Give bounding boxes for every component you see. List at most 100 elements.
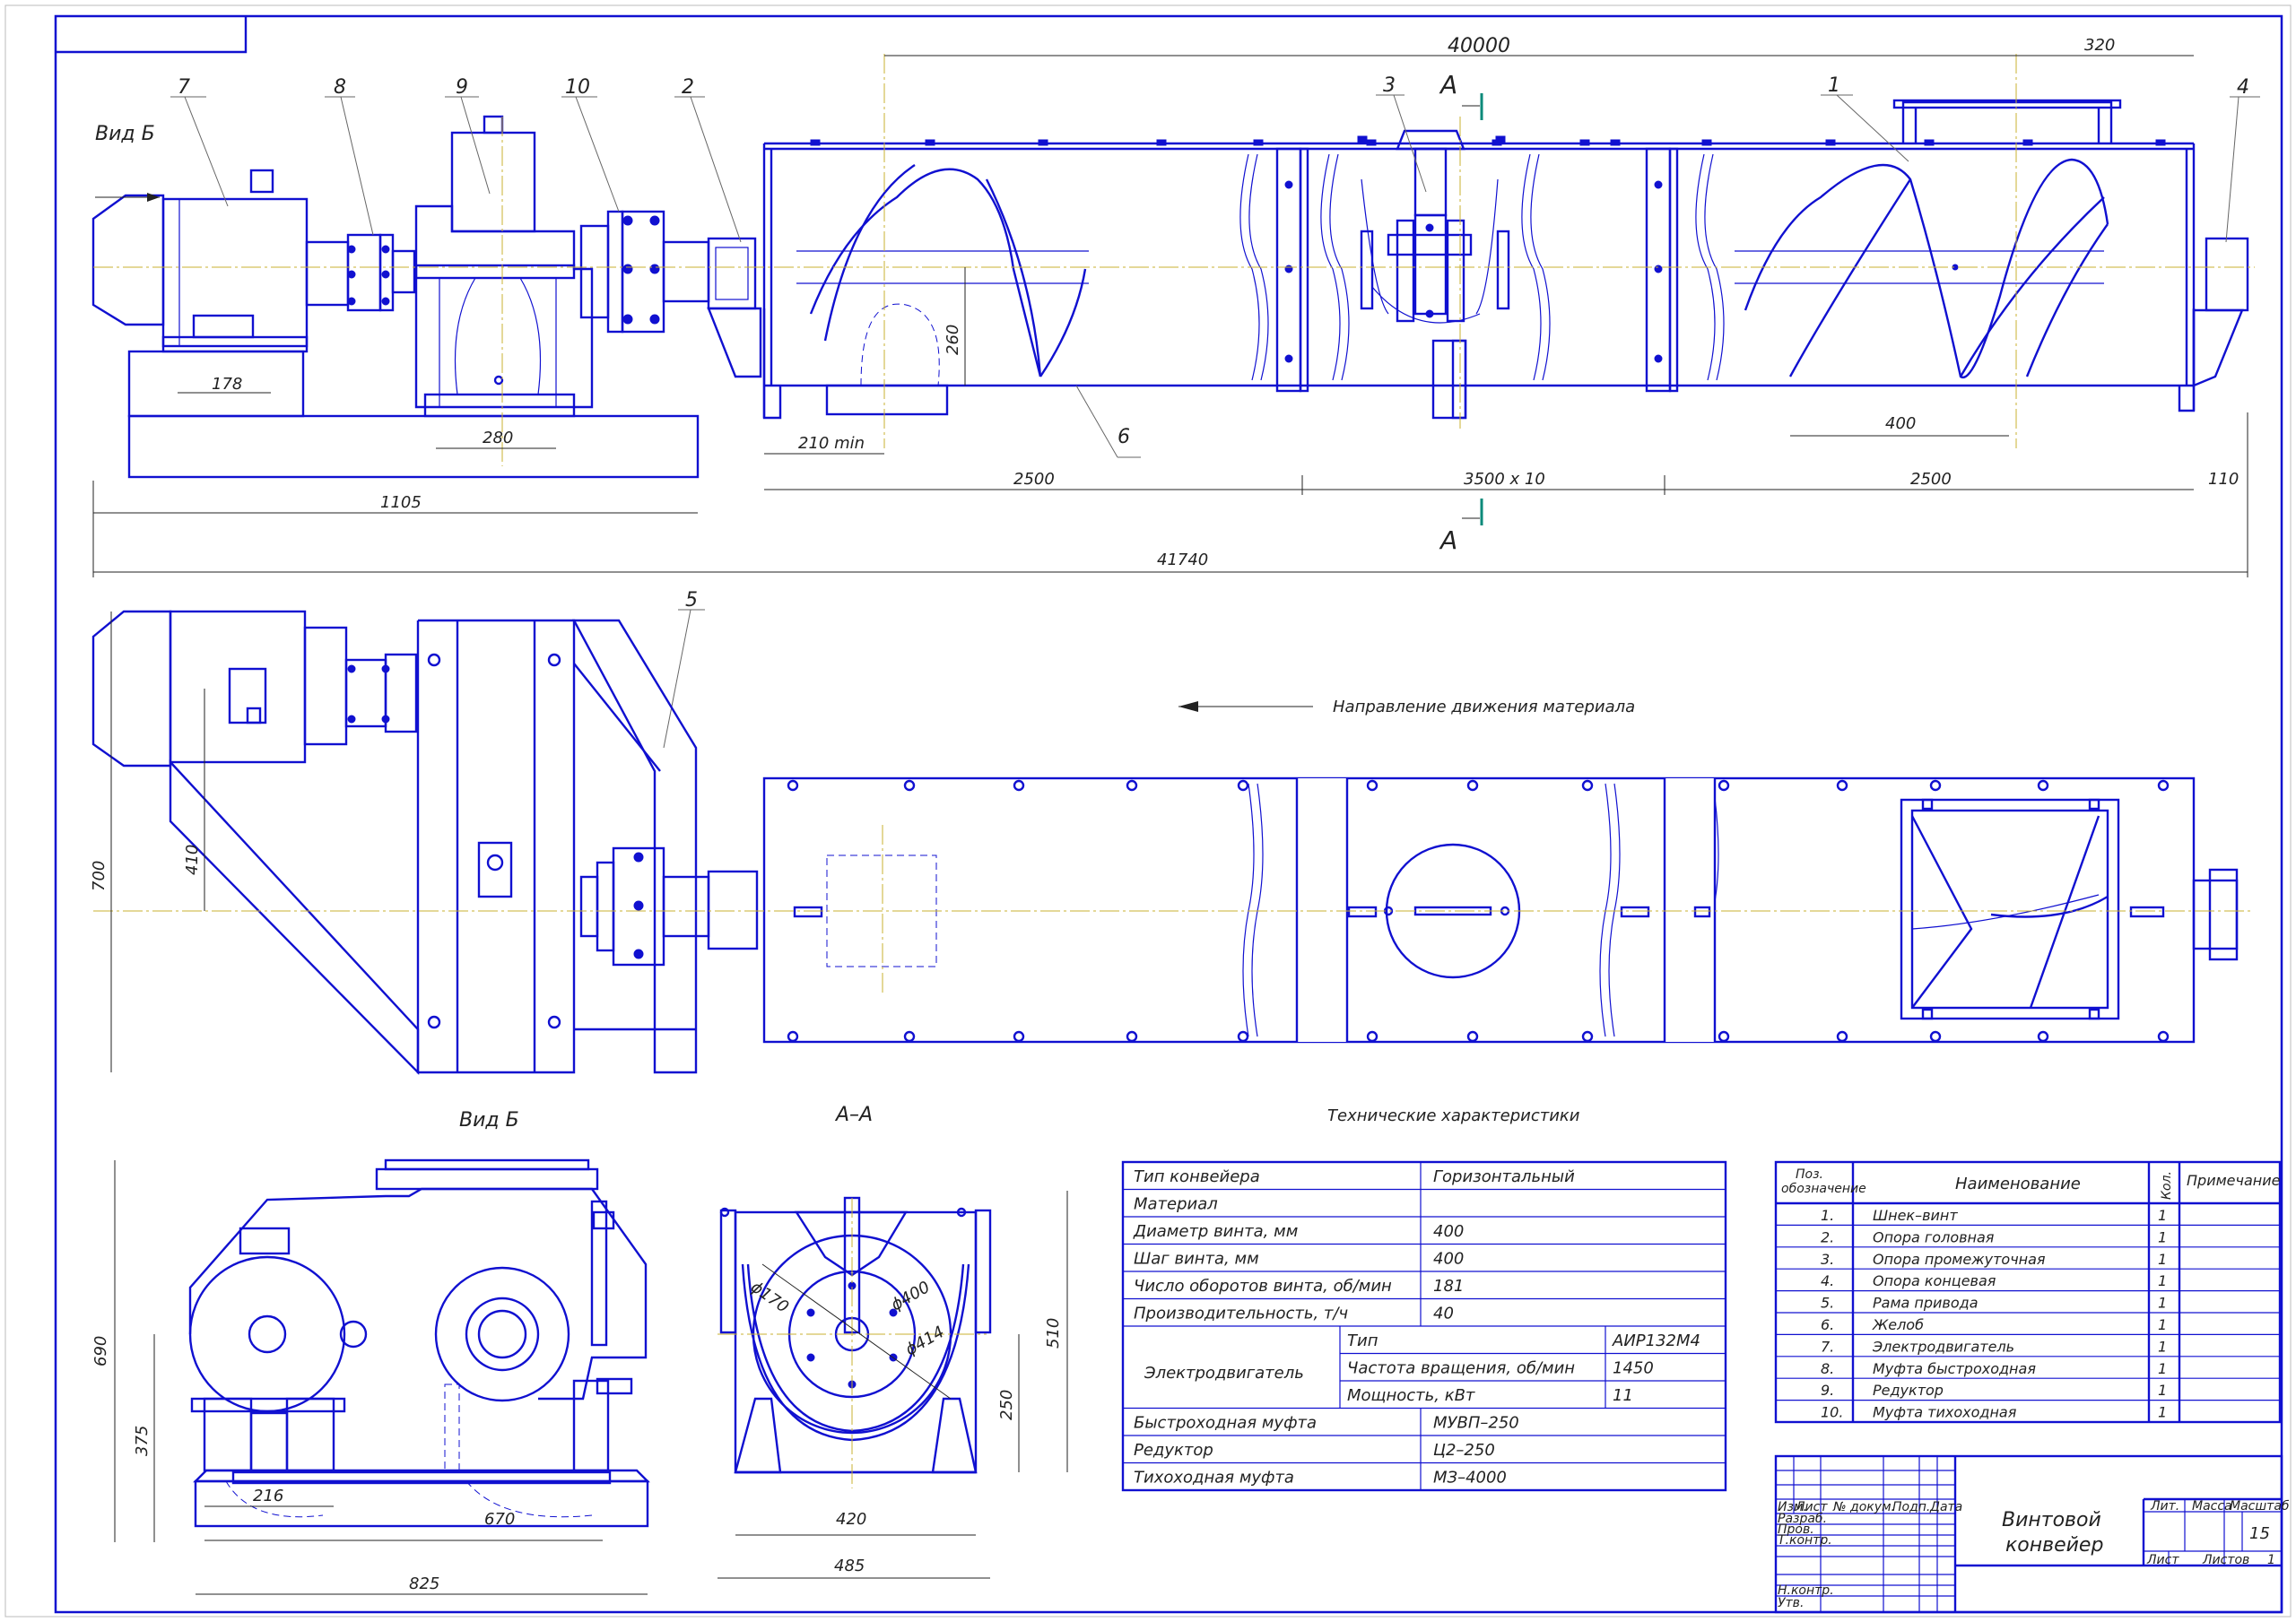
coupling-10-side	[579, 210, 710, 334]
view-b-label-bottom: Вид Б	[459, 1109, 519, 1132]
dim-250: 250	[997, 1390, 1016, 1420]
tb-mass: Масса	[2192, 1499, 2232, 1514]
tb-izm: Изм.	[1778, 1500, 1807, 1514]
tech-row-label: Тип конвейера	[1134, 1167, 1260, 1186]
tb-list: Лист	[1795, 1500, 1828, 1514]
tech-row-value: 400	[1433, 1250, 1464, 1269]
spec-header-pos: Поз.	[1796, 1167, 1823, 1182]
head-support-2-side	[707, 237, 762, 378]
spec-qty: 1	[2158, 1207, 2167, 1224]
spec-name: Опора промежуточная	[1873, 1251, 2046, 1268]
spec-pos: 8.	[1821, 1360, 1834, 1377]
plan-dimensions: 700 410	[90, 612, 205, 1072]
tb-nkontr: Н.контр.	[1778, 1583, 1834, 1598]
callout-2: 2	[682, 76, 694, 99]
spec-qty: 1	[2158, 1360, 2167, 1377]
callout-10: 10	[565, 76, 590, 99]
dim-280: 280	[483, 429, 513, 447]
motor-row-value: АИР132М4	[1612, 1331, 1700, 1350]
tech-row-value: МЗ–4000	[1433, 1469, 1507, 1488]
spec-pos: 3.	[1821, 1251, 1834, 1268]
dim-2500-right: 2500	[1910, 470, 1952, 489]
tb-razrab: Разраб.	[1778, 1512, 1827, 1526]
spec-qty: 1	[2158, 1316, 2167, 1333]
spec-pos: 9.	[1821, 1382, 1834, 1399]
dim-d414: ϕ414	[902, 1323, 948, 1359]
tech-row-label: Производительность, т/ч	[1134, 1305, 1348, 1323]
tech-row-value: 400	[1433, 1222, 1464, 1241]
dim-320: 320	[2084, 36, 2115, 55]
view-b-drawing	[188, 1158, 650, 1528]
tb-data: Дата	[1929, 1500, 1962, 1514]
dim-260: 260	[944, 325, 962, 355]
tech-row-value: 40	[1433, 1305, 1454, 1323]
spec-qty: 1	[2158, 1382, 2167, 1399]
tb-scale: Масштаб	[2230, 1499, 2290, 1514]
tech-row-value: МУВП–250	[1433, 1414, 1519, 1433]
intermediate-support-3-side	[1357, 129, 1510, 420]
callout-7: 7	[178, 76, 190, 99]
coupling-8-side	[346, 233, 416, 312]
dim-2500-left: 2500	[1013, 470, 1055, 489]
spec-pos: 7.	[1821, 1338, 1834, 1355]
tb-prov: Пров.	[1778, 1522, 1814, 1537]
section-mark-bottom: А	[1439, 525, 1457, 555]
motor-row-label: Частота вращения, об/мин	[1347, 1359, 1575, 1378]
dim-110: 110	[2208, 470, 2239, 489]
spec-name: Редуктор	[1873, 1382, 1944, 1399]
dim-3500x10: 3500 x 10	[1464, 470, 1545, 489]
spec-name: Опора головная	[1873, 1228, 1995, 1245]
tb-title-1: Винтовой	[2002, 1509, 2101, 1531]
motor-row-label: Мощность, кВт	[1347, 1386, 1475, 1405]
dim-210min: 210 min	[798, 434, 865, 453]
tech-row-value: Ц2–250	[1433, 1441, 1495, 1460]
tech-row-label: Быстроходная муфта	[1134, 1414, 1317, 1433]
dim-825: 825	[409, 1574, 439, 1593]
dim-670: 670	[484, 1510, 515, 1529]
tech-table-title: Технические характеристики	[1327, 1106, 1580, 1125]
tb-lit: Лит.	[2150, 1499, 2179, 1514]
plan-view	[91, 610, 2251, 1075]
tech-row-label: Редуктор	[1134, 1441, 1213, 1460]
motor-row-value: 1450	[1613, 1359, 1654, 1378]
tb-tkontr: Т.контр.	[1778, 1533, 1832, 1548]
tb-ndoc: № докум.	[1832, 1500, 1895, 1514]
tech-row-label: Шаг винта, мм	[1134, 1250, 1259, 1269]
spec-pos: 4.	[1821, 1272, 1834, 1289]
tb-scale-value: 15	[2249, 1524, 2270, 1543]
dim-420: 420	[836, 1510, 866, 1529]
callout-4: 4	[2237, 76, 2249, 99]
trough-6-side	[762, 99, 2249, 420]
spec-qty: 1	[2158, 1251, 2167, 1268]
tech-row-label: Материал	[1134, 1195, 1218, 1214]
view-b-label-top: Вид Б	[95, 123, 155, 145]
callout-6: 6	[1118, 426, 1130, 448]
spec-name: Опора концевая	[1873, 1272, 1996, 1289]
side-dimensions: 40000 320 178 280 260 210 min 2500 3500 …	[92, 35, 2248, 577]
side-elevation	[91, 54, 2255, 479]
tb-sheet: Лист	[2146, 1553, 2179, 1567]
callout-3: 3	[1383, 74, 1396, 97]
tb-title-2: конвейер	[2005, 1534, 2103, 1557]
spec-pos: 2.	[1821, 1228, 1834, 1245]
tech-row-label: Число оборотов винта, об/мин	[1134, 1277, 1392, 1296]
dim-216: 216	[253, 1487, 283, 1505]
tb-podp: Подп.	[1892, 1500, 1930, 1514]
spec-pos: 6.	[1821, 1316, 1834, 1333]
sheet-outer-border	[4, 4, 2292, 1618]
view-b-dimensions: 690 375 216 670 825	[91, 1160, 648, 1595]
spec-name: Желоб	[1872, 1316, 1924, 1333]
spec-header-pos-2: обозначение	[1781, 1182, 1866, 1196]
spec-header-note: Примечание	[2187, 1172, 2281, 1189]
spec-qty: 1	[2158, 1272, 2167, 1289]
dim-510: 510	[1044, 1318, 1063, 1349]
callout-9: 9	[456, 76, 468, 99]
dim-690: 690	[91, 1336, 110, 1366]
callout-8: 8	[334, 76, 346, 99]
sheet-frame	[54, 14, 2283, 1614]
spec-header-name: Наименование	[1955, 1175, 2081, 1193]
callout-1: 1	[1828, 74, 1840, 97]
spec-name: Муфта быстроходная	[1873, 1360, 2036, 1377]
